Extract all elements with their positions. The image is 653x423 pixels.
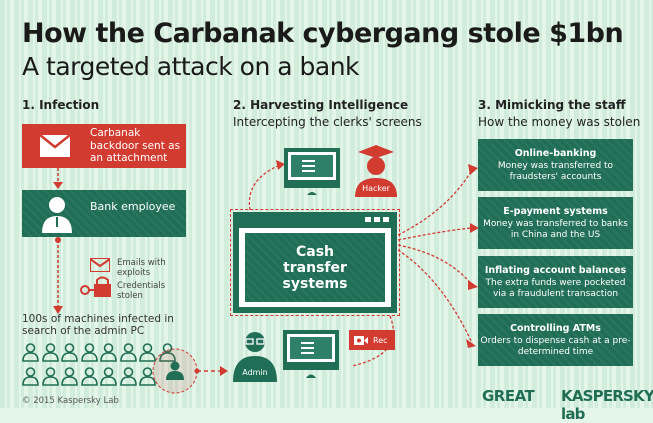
cash-transfer-label: Cash transfer systems (245, 233, 385, 302)
arrow-down (53, 168, 63, 189)
window-controls (365, 217, 389, 222)
bank-employee-text: Bank employee (90, 200, 176, 213)
great-logo: GREAT (482, 387, 535, 405)
method-text: Orders to dispense cash at a pre-determi… (480, 336, 631, 357)
person-outline-icon (139, 367, 156, 386)
method-title: Inflating account balances (484, 265, 627, 276)
arrow-down-long (53, 237, 63, 314)
person-outline-icon (119, 343, 137, 362)
rec-label: Rec (373, 335, 388, 345)
person-outline-icon (22, 343, 39, 362)
backdoor-box: Carbanak backdoor sent as an attachment (22, 124, 186, 168)
backdoor-text: Carbanak backdoor sent as an attachment (90, 127, 181, 164)
person-outline-icon (139, 343, 156, 362)
credentials-label: Credentials stolen (117, 281, 166, 301)
copyright: © 2015 Kaspersky Lab (22, 396, 119, 406)
person-outline-icon (61, 343, 78, 362)
hacker-label: Hacker (362, 184, 390, 193)
method-text: The extra funds were pocketed via a frau… (485, 278, 626, 299)
person-outline-icon (100, 343, 117, 362)
page-title: How the Carbanak cybergang stole $1bn (22, 18, 624, 49)
person-outline-icon (41, 367, 59, 386)
rec-badge: Rec (349, 330, 395, 350)
person-outline-icon (22, 367, 39, 386)
person-outline-icon (119, 367, 137, 386)
person-outline-icon (100, 367, 117, 386)
method-text: Money was transferred to banks in China … (483, 219, 628, 240)
person-outline-icon (80, 367, 98, 386)
person-outline-icon (41, 343, 59, 362)
video-camera-icon (354, 335, 368, 345)
bank-employee-box: Bank employee (22, 190, 186, 237)
person-outline-icon (158, 343, 176, 362)
method-title: Controlling ATMs (510, 323, 601, 334)
person-outline-icon (80, 343, 98, 362)
mimicking-subheading: How the money was stolen (478, 115, 641, 129)
envelope-icon (40, 135, 70, 157)
harvesting-subheading: Intercepting the clerks' screens (233, 115, 422, 129)
mimicking-heading: 3. Mimicking the staff (478, 98, 626, 112)
person-icon (42, 197, 72, 233)
admin-label: Admin (242, 368, 268, 377)
person-outline-icon (61, 367, 78, 386)
method-title: Online-banking (514, 148, 597, 159)
kaspersky-logo: KASPERSKY lab (561, 387, 653, 423)
method-title: E-payment systems (503, 206, 608, 217)
infection-heading: 1. Infection (22, 98, 100, 112)
stolen-money-arrows (398, 164, 479, 348)
cash-transfer-window: Cash transfer systems (230, 209, 400, 316)
admin-icon (233, 332, 277, 382)
infected-machines-grid (22, 343, 182, 388)
hacker-icon (355, 145, 397, 197)
monitor-top (248, 148, 340, 211)
monitor-bottom (283, 315, 394, 378)
lock-key-icon (80, 276, 111, 297)
email-exploit-icon (90, 258, 110, 272)
emails-label: Emails with exploits (117, 258, 166, 278)
admin-pc-highlight (152, 348, 228, 394)
harvesting-heading: 2. Harvesting Intelligence (233, 98, 409, 112)
page-subtitle: A targeted attack on a bank (22, 52, 360, 81)
machines-label: 100s of machines infected in search of t… (22, 313, 174, 337)
method-text: Money was transferred to fraudsters' acc… (497, 161, 614, 182)
